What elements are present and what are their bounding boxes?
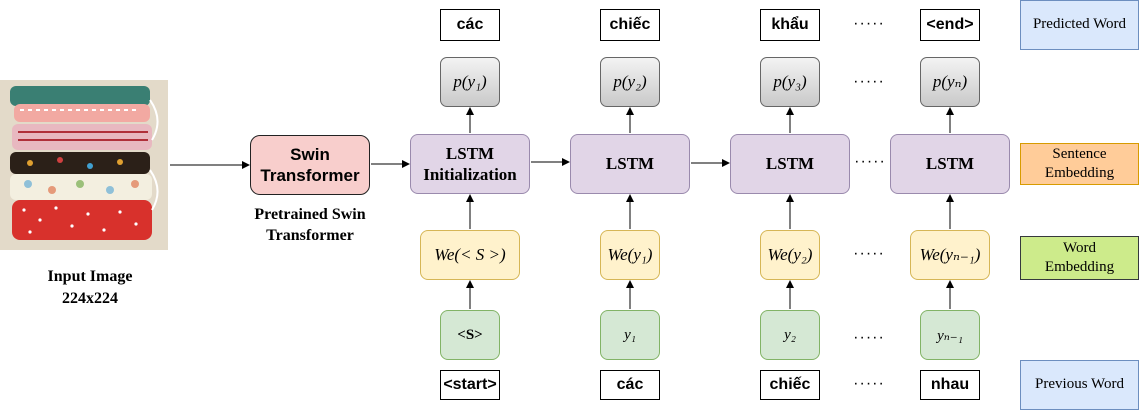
previous-word-3: chiếc [760,370,820,400]
input-token-3: y₂ [760,310,820,360]
ellipsis-probability: ····· [853,73,885,90]
ellipsis-predicted: ····· [853,15,885,32]
input-image [0,80,168,250]
input-token-2: y₁ [600,310,660,360]
probability-1: p(y₁) [440,57,500,107]
ellipsis-previous: ····· [853,375,885,392]
legend-previous-word: Previous Word [1020,360,1139,410]
input-caption: Input Image 224x224 [20,262,160,314]
encoder-caption: Pretrained Swin Transformer [240,204,380,248]
swin-transformer-block: Swin Transformer [250,135,370,195]
input-caption-line2: 224x224 [62,290,118,307]
predicted-word-1: các [440,9,500,41]
previous-word-1: <start> [440,370,500,400]
input-token-1: <S> [440,310,500,360]
lstm-4: LSTM [890,134,1010,194]
input-caption-line1: Input Image [47,267,133,285]
word-embedding-2: We(y₁) [600,230,660,280]
predicted-word-4: <end> [920,9,980,41]
encoder-caption-text: Pretrained Swin Transformer [254,206,366,244]
previous-word-4: nhau [920,370,980,400]
word-embedding-4: We(yₙ₋₁) [910,230,990,280]
ellipsis-lstm: ····· [854,153,886,170]
previous-word-2: các [600,370,660,400]
ellipsis-embedding: ····· [853,245,885,262]
legend-word-embedding: Word Embedding [1020,236,1139,280]
predicted-word-3: khẩu [760,9,820,41]
lstm-initialization: LSTM Initialization [410,134,530,194]
word-embedding-3: We(y₂) [760,230,820,280]
probability-2: p(y₂) [600,57,660,107]
lstm-3: LSTM [730,134,850,194]
legend-predicted-word: Predicted Word [1020,0,1139,50]
predicted-word-2: chiếc [600,9,660,41]
swin-transformer-label: Swin Transformer [260,144,360,185]
ellipsis-input: ····· [853,329,885,346]
probability-3: p(y₃) [760,57,820,107]
legend-sentence-embedding: Sentence Embedding [1020,143,1139,185]
input-token-4: yₙ₋₁ [920,310,980,360]
masks-illustration [0,80,168,250]
lstm-2: LSTM [570,134,690,194]
word-embedding-1: We(< S >) [420,230,520,280]
probability-4: p(yₙ) [920,57,980,107]
